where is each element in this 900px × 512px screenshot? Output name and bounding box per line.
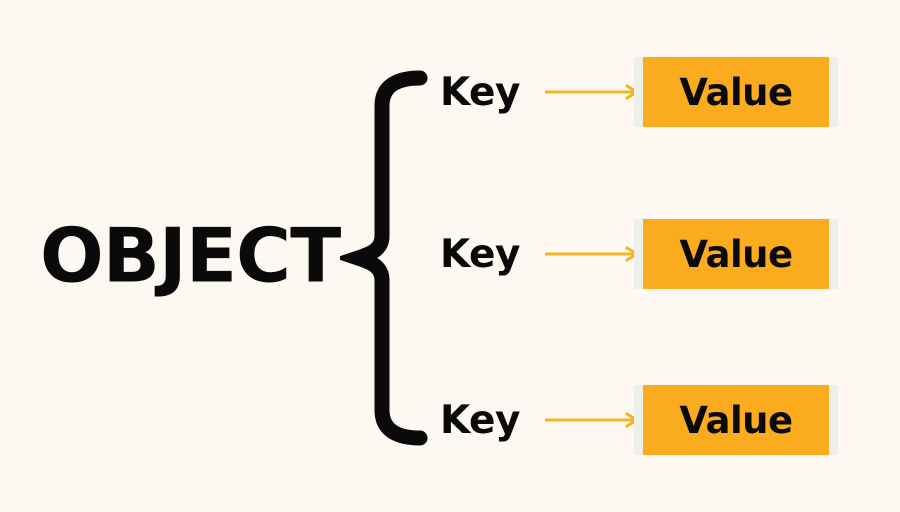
arrow-container	[545, 410, 643, 430]
arrow-right-icon	[545, 245, 640, 263]
arrow-right-icon	[545, 411, 640, 429]
value-box: Value	[643, 219, 829, 289]
key-value-pair-row: Key Value	[440, 52, 860, 132]
key-label: Key	[440, 231, 520, 277]
key-label: Key	[440, 69, 520, 115]
arrow-container	[545, 244, 643, 264]
value-label: Value	[679, 398, 793, 442]
value-box: Value	[643, 57, 829, 127]
value-label: Value	[679, 70, 793, 114]
key-label: Key	[440, 397, 520, 443]
object-label: OBJECT	[40, 211, 341, 300]
key-value-pair-row: Key Value	[440, 214, 860, 294]
value-box: Value	[643, 385, 829, 455]
left-curly-brace-icon	[340, 70, 428, 446]
value-label: Value	[679, 232, 793, 276]
arrow-container	[545, 82, 643, 102]
arrow-right-icon	[545, 83, 640, 101]
key-value-pair-row: Key Value	[440, 380, 860, 460]
